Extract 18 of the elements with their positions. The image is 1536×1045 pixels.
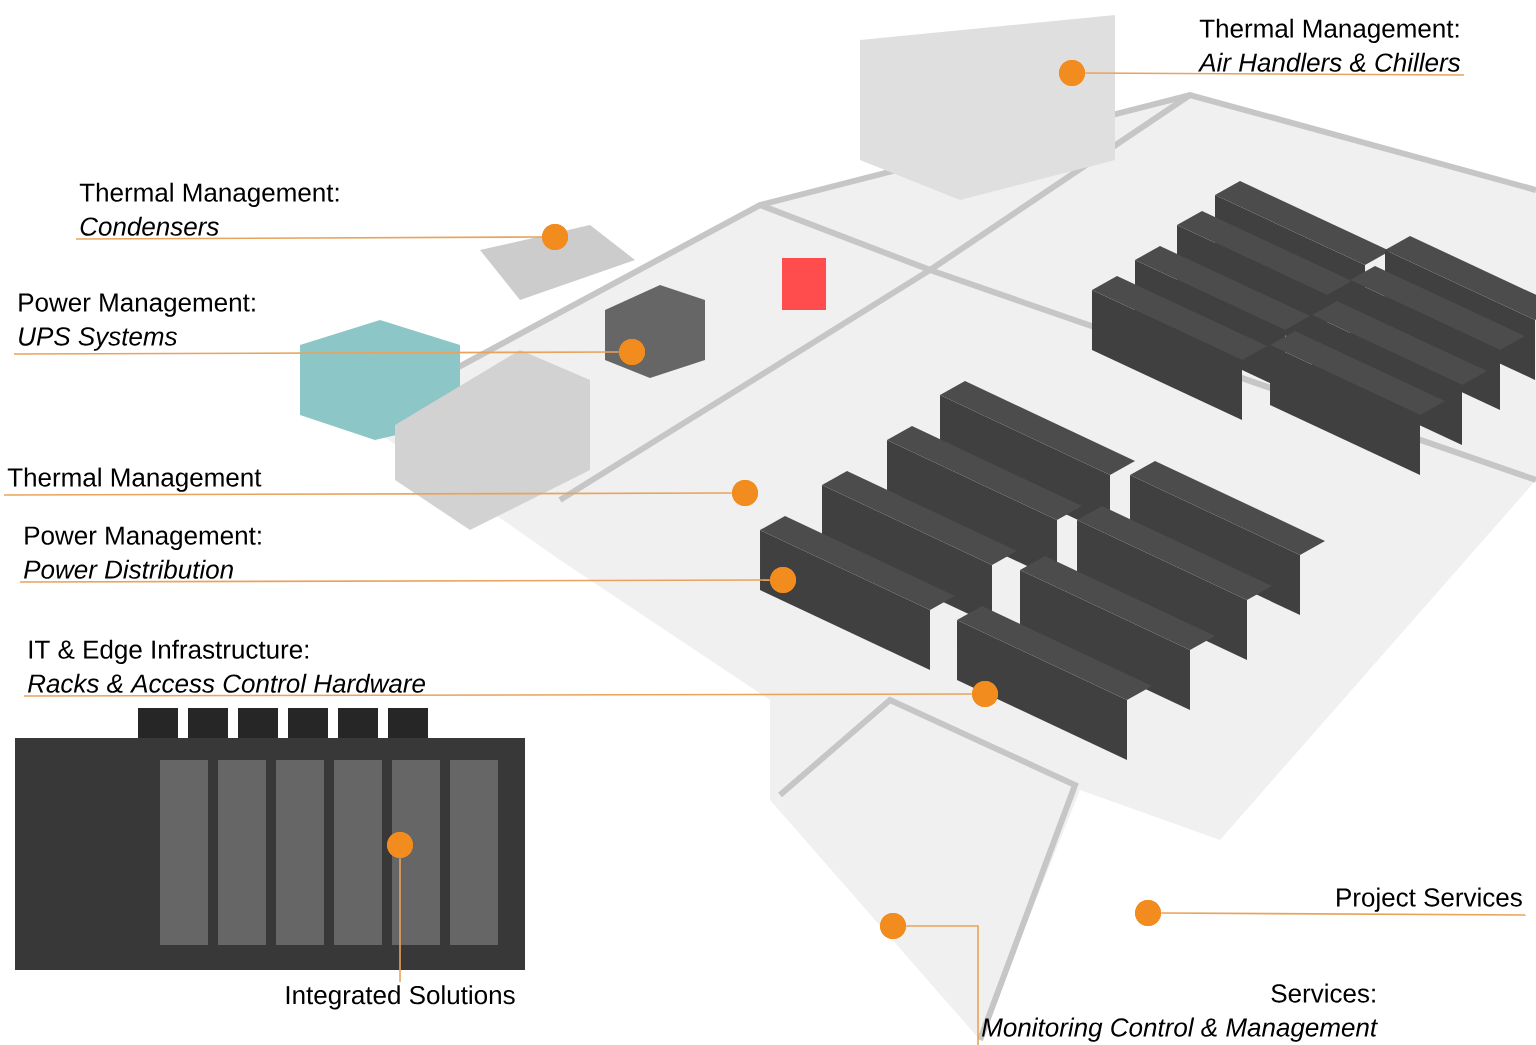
callout-text: Integrated Solutions xyxy=(286,985,515,1010)
leader-line xyxy=(905,925,979,1045)
leader-line xyxy=(1084,72,1465,76)
leader-line xyxy=(399,857,401,983)
leader-line xyxy=(1160,912,1527,916)
callout-text: Services: Monitoring Control & Management xyxy=(982,983,1378,1042)
callout-text: Project Services xyxy=(1337,887,1522,912)
leader-line xyxy=(3,492,733,496)
callout-text: Thermal Management: Air Handlers & Chillers xyxy=(1197,18,1461,72)
callout-text: Power Management: Power Distribution xyxy=(24,526,261,579)
leader-line xyxy=(19,579,771,583)
leader-line xyxy=(23,693,973,697)
leader-line xyxy=(75,236,543,240)
callout-text: Power Management: UPS Systems xyxy=(19,293,255,351)
callout-text: Thermal Management: Condensers xyxy=(79,182,339,236)
callout-text: Thermal Management xyxy=(7,467,262,492)
callout-text: IT & Edge Infrastructure: Racks & Access Control Hardware xyxy=(28,639,425,693)
leader-line xyxy=(13,351,620,355)
